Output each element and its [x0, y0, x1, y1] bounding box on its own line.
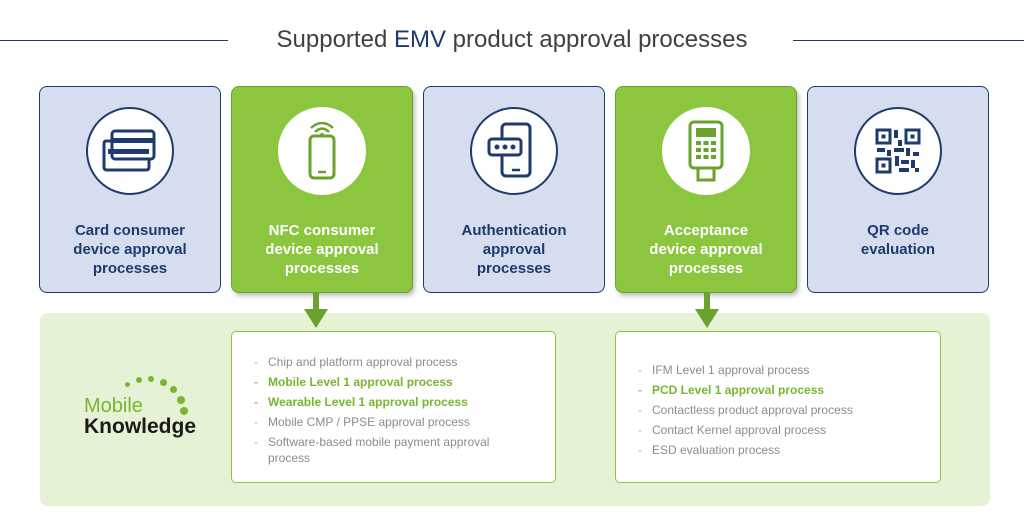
qr-code-icon — [875, 128, 921, 174]
page-title: Supported EMV product approval processes — [276, 26, 748, 53]
title-emv-highlight: EMV — [393, 26, 446, 53]
list-item: PCD Level 1 approval process — [632, 382, 930, 398]
card-icon-circle — [278, 107, 366, 195]
title-rule-right — [793, 40, 1024, 41]
acceptance-process-list: IFM Level 1 approval process PCD Level 1… — [615, 331, 941, 483]
list-item: Wearable Level 1 approval process — [248, 394, 545, 410]
card-icon-circle — [662, 107, 750, 195]
list-item: Contactless product approval process — [632, 402, 930, 418]
credit-card-icon — [102, 129, 156, 172]
list-item: Software-based mobile payment approval p… — [248, 434, 518, 466]
card-icon-circle — [854, 107, 942, 195]
list-item: Mobile CMP / PPSE approval process — [248, 414, 545, 430]
nfc-phone-icon — [308, 122, 336, 180]
payment-terminal-icon — [688, 120, 724, 182]
card-icon-circle — [470, 107, 558, 195]
list-item: IFM Level 1 approval process — [632, 362, 930, 378]
list-item: Mobile Level 1 approval process — [248, 374, 545, 390]
arrow-nfc-stem — [313, 293, 319, 311]
title-rule-left — [0, 40, 228, 41]
phone-auth-icon — [487, 122, 532, 178]
list-item: Contact Kernel approval process — [632, 422, 930, 438]
logo-text-mobile: Mobile — [84, 395, 143, 417]
nfc-process-list: Chip and platform approval process Mobil… — [231, 331, 556, 483]
arrow-acceptance-stem — [704, 293, 710, 311]
arrow-down-icon — [304, 309, 328, 328]
list-item: ESD evaluation process — [632, 442, 930, 458]
arrow-down-icon — [695, 309, 719, 328]
list-item: Chip and platform approval process — [248, 354, 545, 370]
logo-text-knowledge: Knowledge — [84, 415, 197, 438]
mobile-knowledge-logo: Mobile Knowledge — [84, 376, 204, 442]
card-icon-circle — [86, 107, 174, 195]
